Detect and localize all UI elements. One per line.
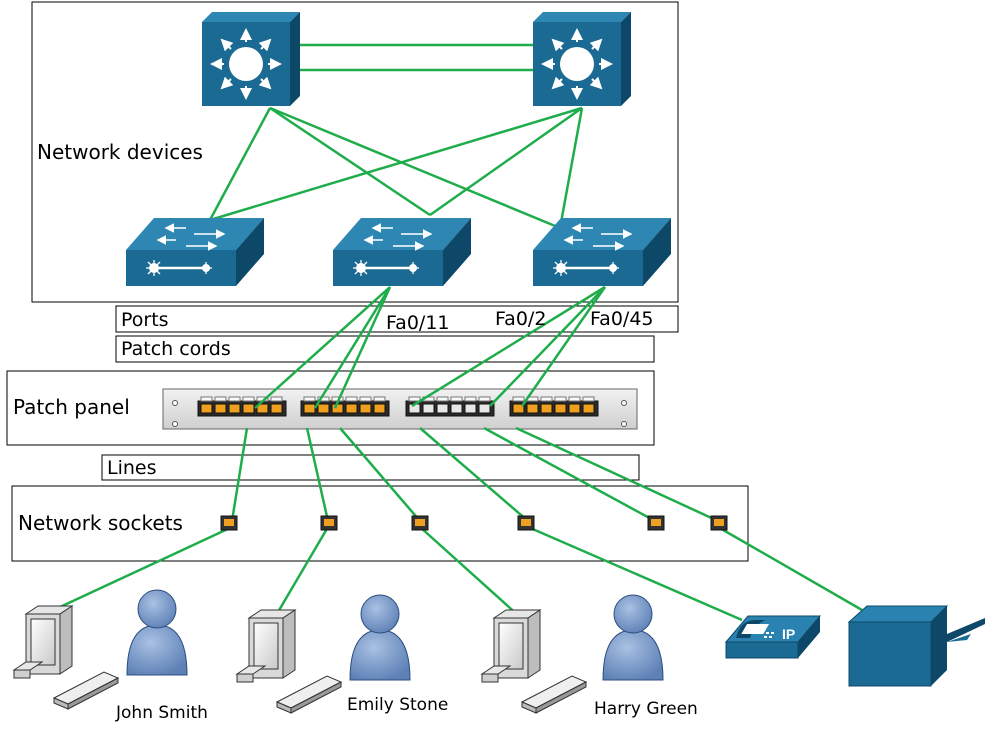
patch-panel-port xyxy=(228,403,241,414)
lines xyxy=(230,426,719,523)
ports-box xyxy=(115,305,679,333)
access-switch-3-icon xyxy=(533,218,671,286)
patch-panel-port xyxy=(464,403,477,414)
user-1-icon xyxy=(126,589,188,676)
patch-panel-port xyxy=(436,403,449,414)
patch-panel-port xyxy=(450,403,463,414)
ip-phone-label: IP xyxy=(782,626,795,642)
network-socket-icon xyxy=(411,515,429,531)
patch-panel-port xyxy=(540,403,553,414)
patch-cords-box xyxy=(115,335,655,363)
network-socket-icon xyxy=(647,515,665,531)
network-sockets-box xyxy=(11,485,749,562)
patch-panel-port xyxy=(242,403,255,414)
ports-label: Ports xyxy=(121,309,169,331)
network-socket-icon xyxy=(710,515,728,531)
network-socket-icon xyxy=(220,515,238,531)
patch-panel xyxy=(162,388,638,430)
computer-1-icon xyxy=(12,605,120,710)
patch-panel-port xyxy=(345,403,358,414)
patch-panel-port-group xyxy=(300,396,390,417)
patch-panel-port xyxy=(317,403,330,414)
patch-panel-port xyxy=(478,403,491,414)
network-devices-label: Network devices xyxy=(37,140,203,164)
core-switch-left-icon xyxy=(202,12,300,106)
patch-panel-port-group xyxy=(405,396,495,417)
patch-panel-port xyxy=(200,403,213,414)
patch-panel-port xyxy=(303,403,316,414)
patch-panel-port xyxy=(270,403,283,414)
patch-panel-port xyxy=(582,403,595,414)
core-switch-right-icon xyxy=(533,12,631,106)
patch-panel-label: Patch panel xyxy=(13,395,130,419)
user-name-emily-stone: Emily Stone xyxy=(347,695,448,715)
computer-3-icon xyxy=(480,609,588,714)
patch-panel-port xyxy=(568,403,581,414)
patch-panel-port xyxy=(214,403,227,414)
user-name-harry-green: Harry Green xyxy=(594,699,698,719)
printer-icon xyxy=(847,605,985,687)
access-switch-2-icon xyxy=(333,218,471,286)
port-label-fa0-45: Fa0/45 xyxy=(590,308,654,330)
patch-panel-port xyxy=(526,403,539,414)
network-sockets xyxy=(220,515,728,531)
patch-panel-port xyxy=(422,403,435,414)
network-socket-icon xyxy=(517,515,535,531)
patch-cords xyxy=(254,285,607,409)
network-socket-icon xyxy=(320,515,338,531)
user-name-john-smith: John Smith xyxy=(115,703,208,723)
user-3-icon xyxy=(602,594,664,681)
patch-panel-port-group xyxy=(197,396,287,417)
user-2-icon xyxy=(349,594,411,681)
patch-panel-port xyxy=(554,403,567,414)
patch-cords-label: Patch cords xyxy=(121,338,231,360)
lines-label: Lines xyxy=(107,457,157,479)
port-label-fa0-11: Fa0/11 xyxy=(386,312,450,334)
port-label-fa0-2: Fa0/2 xyxy=(495,308,546,330)
patch-panel-port-group xyxy=(509,396,599,417)
network-sockets-label: Network sockets xyxy=(18,511,183,535)
patch-panel-port xyxy=(256,403,269,414)
ip-phone-icon: IP xyxy=(724,615,822,659)
access-switch-1-icon xyxy=(126,218,264,286)
computer-2-icon xyxy=(235,609,343,714)
lines-box xyxy=(101,454,640,481)
patch-panel-port xyxy=(373,403,386,414)
device-cables xyxy=(59,525,863,622)
patch-panel-port xyxy=(359,403,372,414)
uplinks xyxy=(208,43,584,230)
patch-panel-port xyxy=(512,403,525,414)
